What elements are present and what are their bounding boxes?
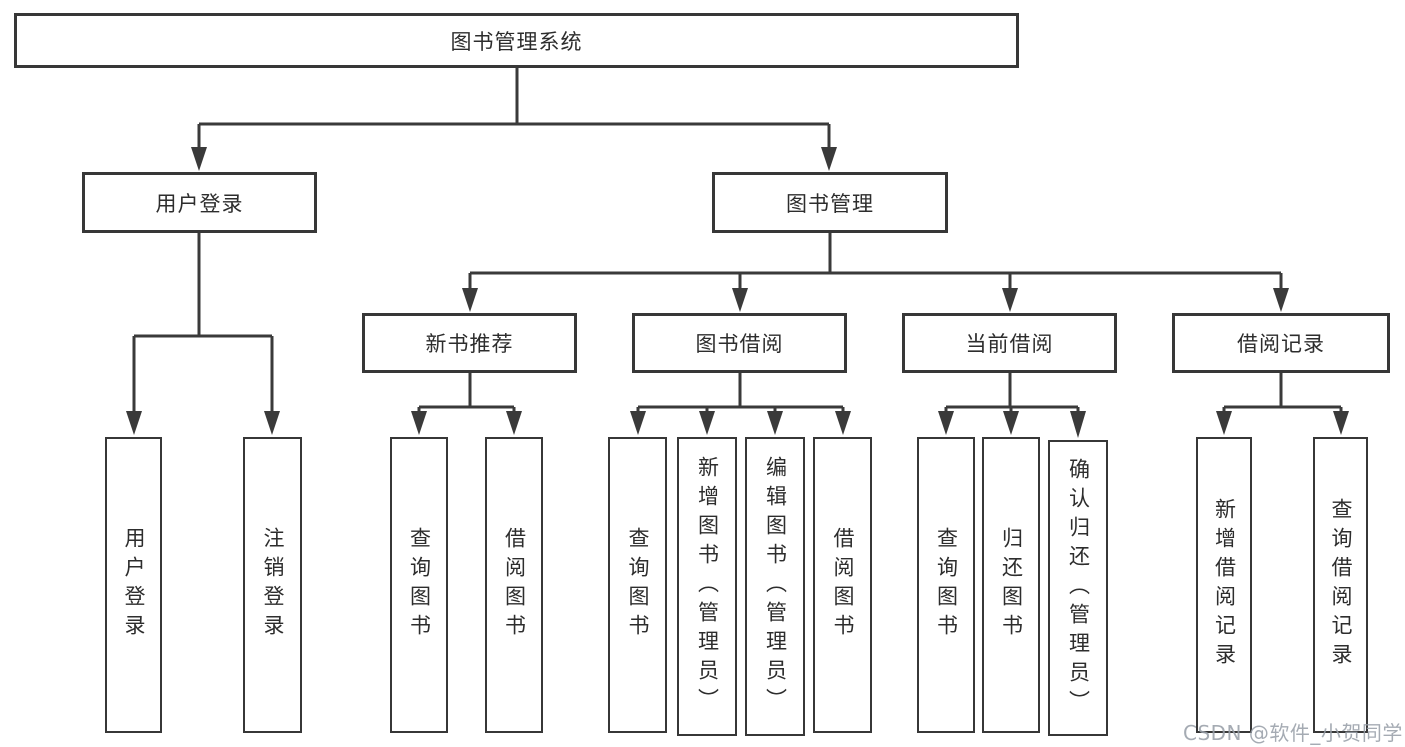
node-book-management: 图书管理 xyxy=(712,172,948,233)
node-root-label: 图书管理系统 xyxy=(450,29,583,54)
leaf-return-books-label: 归还图书 xyxy=(999,527,1024,643)
leaf-query-books-borrowing: 查询图书 xyxy=(608,437,667,733)
leaf-confirm-return-admin: 确认归还（管理员） xyxy=(1048,440,1108,736)
node-borrowing-records: 借阅记录 xyxy=(1172,313,1390,373)
leaf-borrow-books-recommend: 借阅图书 xyxy=(485,437,543,733)
leaf-query-books-recommend-label: 查询图书 xyxy=(407,527,432,643)
leaf-query-books-recommend: 查询图书 xyxy=(390,437,448,733)
leaf-edit-books-admin: 编辑图书（管理员） xyxy=(745,437,805,736)
arrowheads xyxy=(126,147,1349,438)
leaf-query-books-current: 查询图书 xyxy=(917,437,975,733)
connector-login-to-leaves xyxy=(132,233,274,414)
node-user-login-label: 用户登录 xyxy=(155,191,244,216)
node-book-borrowing: 图书借阅 xyxy=(632,313,847,373)
csdn-watermark: CSDN @软件_小贺同学 xyxy=(1183,721,1403,745)
node-borrowing-records-label: 借阅记录 xyxy=(1237,332,1325,356)
leaf-add-books-admin-label: 新增图书（管理员） xyxy=(695,456,720,717)
leaf-user-login-label: 用户登录 xyxy=(122,527,146,643)
node-new-book-recommend: 新书推荐 xyxy=(362,313,577,373)
leaf-user-login: 用户登录 xyxy=(105,437,162,733)
leaf-query-books-current-label: 查询图书 xyxy=(934,527,959,643)
node-new-book-recommend-label: 新书推荐 xyxy=(425,332,514,356)
connector-manage-to-level3 xyxy=(468,233,1283,292)
leaf-borrow-books-label: 借阅图书 xyxy=(831,527,855,643)
leaf-query-borrow-record: 查询借阅记录 xyxy=(1313,437,1368,733)
connector-groups-to-leaves xyxy=(417,373,1343,414)
node-user-login: 用户登录 xyxy=(82,172,317,233)
connector-root-to-level2 xyxy=(197,68,831,150)
node-current-borrowing: 当前借阅 xyxy=(902,313,1117,373)
node-root-library-system: 图书管理系统 xyxy=(14,13,1019,68)
leaf-borrow-books: 借阅图书 xyxy=(813,437,872,733)
leaf-logout: 注销登录 xyxy=(243,437,302,733)
leaf-logout-label: 注销登录 xyxy=(261,527,285,643)
leaf-query-books-borrowing-label: 查询图书 xyxy=(626,527,650,643)
leaf-add-books-admin: 新增图书（管理员） xyxy=(677,437,737,736)
leaf-return-books: 归还图书 xyxy=(982,437,1040,733)
leaf-borrow-books-recommend-label: 借阅图书 xyxy=(502,527,527,643)
leaf-edit-books-admin-label: 编辑图书（管理员） xyxy=(763,456,788,717)
node-current-borrowing-label: 当前借阅 xyxy=(965,332,1054,356)
leaf-confirm-return-admin-label: 确认归还（管理员） xyxy=(1066,457,1091,719)
leaf-query-borrow-record-label: 查询借阅记录 xyxy=(1329,498,1353,672)
node-book-management-label: 图书管理 xyxy=(786,191,874,216)
node-book-borrowing-label: 图书借阅 xyxy=(695,332,784,356)
leaf-add-borrow-record: 新增借阅记录 xyxy=(1196,437,1252,733)
leaf-add-borrow-record-label: 新增借阅记录 xyxy=(1212,498,1237,672)
